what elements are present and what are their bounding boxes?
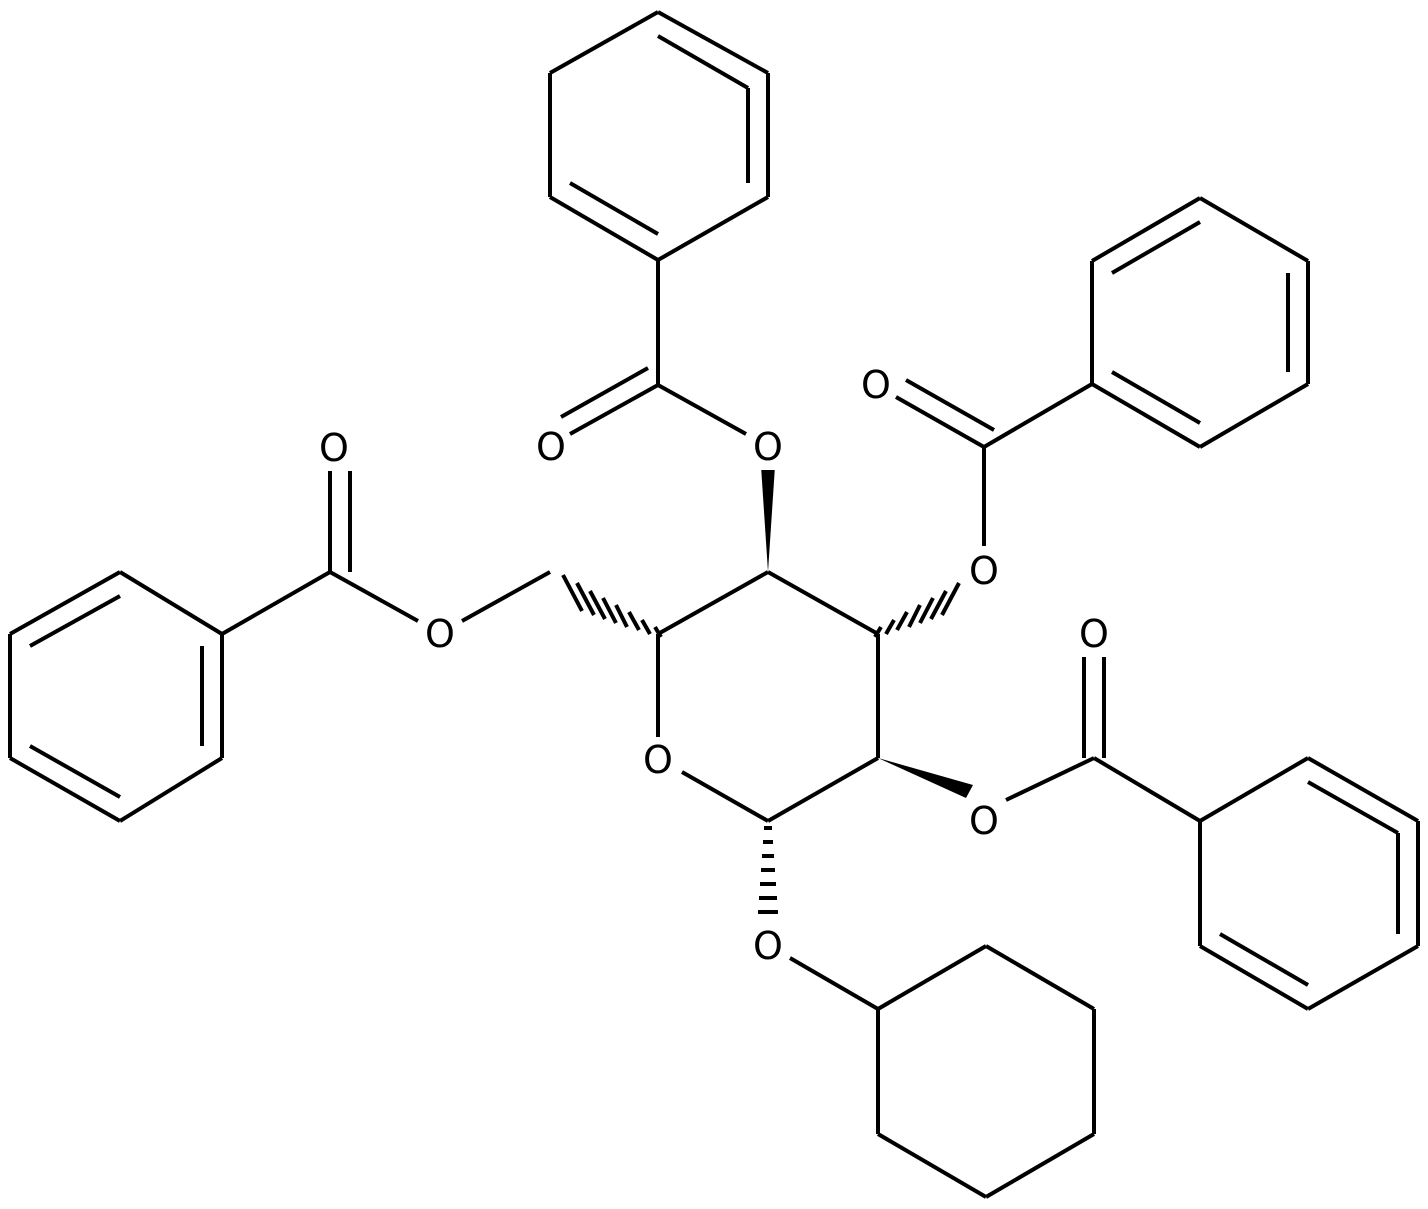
label-mask: [858, 362, 894, 408]
hashed-bond-c5-ch2: [561, 574, 663, 639]
label-mask: [640, 737, 676, 783]
atom-o-ester-left: O: [425, 612, 455, 656]
bond-carbonyl-ring-left: [221, 570, 331, 636]
double-bond-co-ur-b: [905, 378, 995, 432]
label-mask: [1076, 611, 1112, 657]
atom-o-glycosidic: O: [753, 924, 783, 968]
atom-o-ester-ur: O: [969, 549, 999, 593]
wedge-c4-o: [761, 466, 775, 572]
atom-o-ester-lr: O: [969, 799, 999, 843]
atom-o-carbonyl-ur: O: [861, 363, 891, 407]
atom-o-ester-top: O: [753, 425, 783, 469]
bond-ring-carbonyl-ur: [982, 382, 1094, 449]
double-bond-co-ur-a: [895, 395, 985, 449]
atom-o-carbonyl-lr: O: [1079, 612, 1109, 656]
label-mask: [750, 424, 786, 470]
benzene-ring-top: [548, 10, 770, 262]
bond-o-cyclohexyl: [788, 956, 880, 1011]
cyclohexane-ring: [876, 944, 1096, 1199]
label-mask: [966, 798, 1002, 844]
double-bond-co-top-a: [569, 383, 659, 436]
label-mask: [422, 611, 458, 657]
double-bond-co-top-b: [560, 366, 649, 419]
bond-o-c-left: [329, 570, 419, 623]
bond-ch2-o-left: [461, 570, 551, 623]
hashed-bond-c1-o: [758, 826, 778, 914]
pyranose-ring: [656, 570, 880, 823]
benzene-ring-left: [8, 570, 224, 823]
benzene-ring-upper-right: [1090, 196, 1310, 449]
bond-o-c-lower-right: [1005, 756, 1095, 802]
atom-o-ring: O: [643, 738, 673, 782]
label-mask: [316, 425, 352, 471]
hashed-bond-c3-o: [873, 582, 961, 639]
wedge-c2-o: [878, 758, 973, 798]
label-mask: [750, 923, 786, 969]
benzene-ring-lower-right: [1198, 756, 1420, 1011]
label-mask: [966, 548, 1002, 594]
atom-o-carbonyl-left: O: [319, 426, 349, 470]
label-mask: [533, 424, 569, 470]
bond-c-o-ester-top: [657, 383, 747, 436]
atom-o-carbonyl-top: O: [536, 425, 566, 469]
bond-carbonyl-ring-lr: [1092, 756, 1202, 823]
